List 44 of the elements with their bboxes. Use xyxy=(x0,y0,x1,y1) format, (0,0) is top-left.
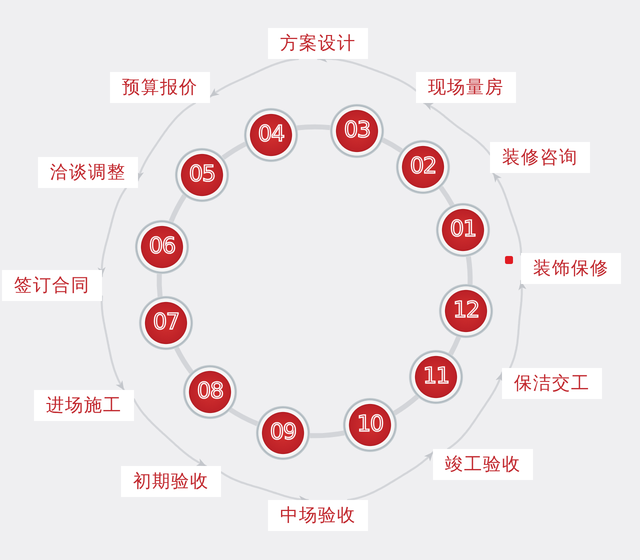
ring-line xyxy=(392,394,419,416)
number-circle: 04 xyxy=(244,108,298,162)
ring-line xyxy=(174,346,194,374)
ring-line xyxy=(438,186,454,206)
curved-arrow xyxy=(133,398,207,467)
curved-arrow xyxy=(423,102,491,156)
curved-arrow xyxy=(209,58,299,98)
ring-line xyxy=(228,408,258,426)
label-box: 装修咨询 xyxy=(490,142,590,173)
ring-line xyxy=(222,142,247,160)
number-circle: 01 xyxy=(436,203,490,257)
label-box: 方案设计 xyxy=(268,28,368,59)
number-circle: 07 xyxy=(139,296,193,350)
number-circle: 10 xyxy=(343,398,397,452)
number-circle: 02 xyxy=(396,140,450,194)
number-circle: 12 xyxy=(439,284,493,338)
ring-line xyxy=(466,256,473,284)
curved-arrow xyxy=(492,172,522,256)
ring-line xyxy=(168,194,187,222)
number-circle: 06 xyxy=(135,220,189,274)
curved-arrow xyxy=(136,102,196,182)
ring-line xyxy=(310,430,345,438)
ring-line xyxy=(381,138,403,153)
label-box: 预算报价 xyxy=(110,72,210,103)
number-circle: 05 xyxy=(175,148,229,202)
label-box: 装饰保修 xyxy=(521,253,621,284)
label-box: 洽谈调整 xyxy=(38,157,138,188)
ring-line xyxy=(156,274,163,297)
number-circle: 08 xyxy=(183,365,237,419)
curved-arrow xyxy=(447,372,504,450)
label-box: 初期验收 xyxy=(121,466,221,497)
ring-line xyxy=(448,336,461,356)
number-circle: 11 xyxy=(409,350,463,404)
curved-arrow xyxy=(509,280,526,369)
label-box: 现场量房 xyxy=(416,72,516,103)
label-box: 中场验收 xyxy=(268,500,368,531)
label-box: 保洁交工 xyxy=(502,368,602,399)
label-box: 竣工验收 xyxy=(433,449,533,480)
label-box: 签订合同 xyxy=(2,270,102,301)
ring-line xyxy=(296,124,330,130)
number-circle: 03 xyxy=(330,104,384,158)
label-box: 进场施工 xyxy=(34,390,134,421)
curved-arrow xyxy=(347,451,434,501)
number-circle: 09 xyxy=(256,406,310,460)
